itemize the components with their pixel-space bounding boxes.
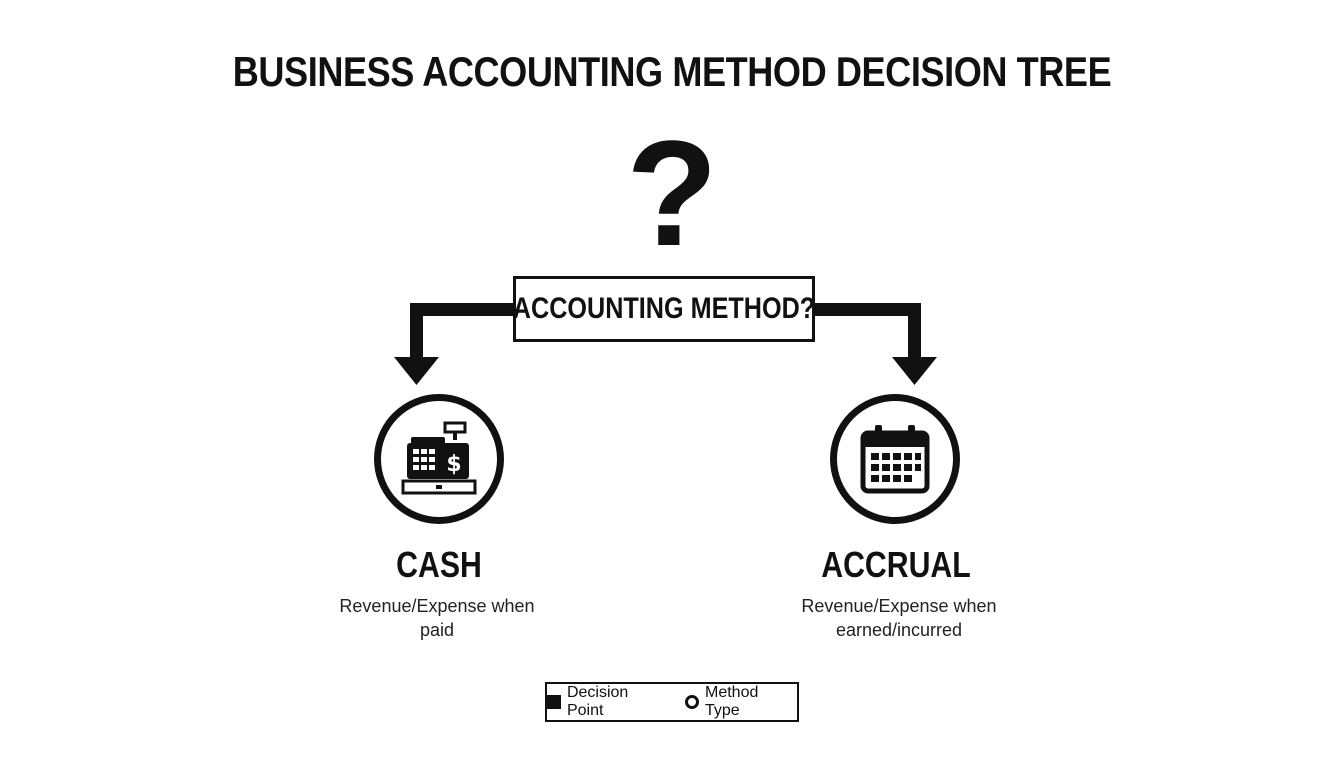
legend-item-method-type: Method Type bbox=[685, 684, 797, 720]
legend: Decision Point Method Type bbox=[545, 682, 799, 722]
right-connector-horizontal bbox=[815, 303, 921, 316]
accrual-method-description: Revenue/Expense when earned/incurred bbox=[801, 596, 997, 640]
circle-outline-icon bbox=[685, 695, 699, 709]
left-connector-horizontal bbox=[410, 303, 514, 316]
cash-register-icon: $ bbox=[401, 421, 477, 495]
accrual-method-label: ACCRUAL bbox=[821, 544, 971, 585]
legend-label-method-type: Method Type bbox=[705, 684, 759, 719]
decision-node: ACCOUNTING METHOD? bbox=[513, 276, 815, 342]
filled-square-icon bbox=[547, 695, 561, 709]
question-mark-icon: ? bbox=[626, 109, 718, 277]
cash-method-description: Revenue/Expense when paid bbox=[339, 596, 535, 640]
calendar-icon bbox=[860, 425, 930, 494]
decision-label: ACCOUNTING METHOD? bbox=[512, 292, 816, 325]
left-connector-vertical bbox=[410, 303, 423, 361]
right-arrowhead bbox=[892, 357, 937, 385]
cash-method-label: CASH bbox=[396, 544, 482, 585]
left-arrowhead bbox=[394, 357, 439, 385]
legend-label-decision-point: Decision Point bbox=[566, 684, 629, 719]
cash-method-node: $ bbox=[374, 394, 504, 524]
legend-item-decision-point: Decision Point bbox=[547, 684, 669, 720]
diagram-title: BUSINESS ACCOUNTING METHOD DECISION TREE bbox=[232, 48, 1112, 95]
svg-text:$: $ bbox=[446, 452, 461, 477]
accrual-method-node bbox=[830, 394, 960, 524]
right-connector-vertical bbox=[908, 303, 921, 361]
